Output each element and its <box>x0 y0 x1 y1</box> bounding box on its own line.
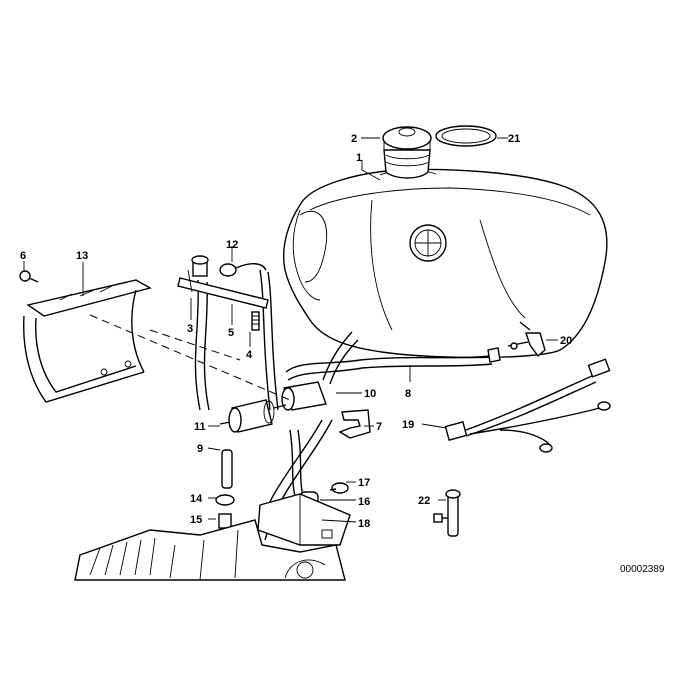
callout-14: 14 <box>190 493 203 505</box>
callout-12: 12 <box>226 239 238 251</box>
diagram-reference-code: 00002389 <box>620 564 665 575</box>
fuel-tap <box>507 332 546 358</box>
leader-lines <box>23 137 558 523</box>
callout-21: 21 <box>508 133 520 145</box>
callout-4: 4 <box>246 349 253 361</box>
callout-16: 16 <box>358 496 370 508</box>
callout-22: 22 <box>418 495 430 507</box>
screw-6 <box>19 270 39 283</box>
screw-17 <box>329 482 349 494</box>
callout-9: 9 <box>197 443 203 455</box>
callout-1: 1 <box>356 152 362 164</box>
assembly-lines <box>89 314 291 401</box>
callout-3: 3 <box>187 323 193 335</box>
hose-bracket <box>177 255 269 309</box>
callout-7: 7 <box>376 421 382 433</box>
callout-15: 15 <box>190 514 202 526</box>
callout-5: 5 <box>228 327 234 339</box>
callout-6: 6 <box>20 250 26 262</box>
tee-connector-22 <box>433 489 461 537</box>
callout-8: 8 <box>405 388 411 400</box>
fuel-tank <box>283 168 608 359</box>
callout-20: 20 <box>560 335 572 347</box>
tray-18 <box>257 493 351 546</box>
callout-18: 18 <box>358 518 370 530</box>
callout-2: 2 <box>351 133 357 145</box>
callout-labels: 2 21 1 12 13 6 3 5 4 10 8 7 11 9 14 15 1… <box>20 133 572 530</box>
fuel-hose-main <box>285 347 501 381</box>
cover-plate <box>22 279 152 403</box>
fuel-filter-10 <box>281 331 359 411</box>
callout-17: 17 <box>358 477 370 489</box>
callout-11: 11 <box>194 421 206 433</box>
callout-19: 19 <box>402 419 414 431</box>
engine-block <box>74 519 346 581</box>
inline-filter <box>219 399 287 433</box>
gasket-ring <box>435 125 497 147</box>
callout-10: 10 <box>364 388 376 400</box>
callout-13: 13 <box>76 250 88 262</box>
connector-stack <box>215 449 235 559</box>
wiring-harness <box>444 358 611 453</box>
filler-cap <box>382 126 432 179</box>
hose-clip-7 <box>338 409 371 439</box>
screw-4 <box>251 311 260 331</box>
